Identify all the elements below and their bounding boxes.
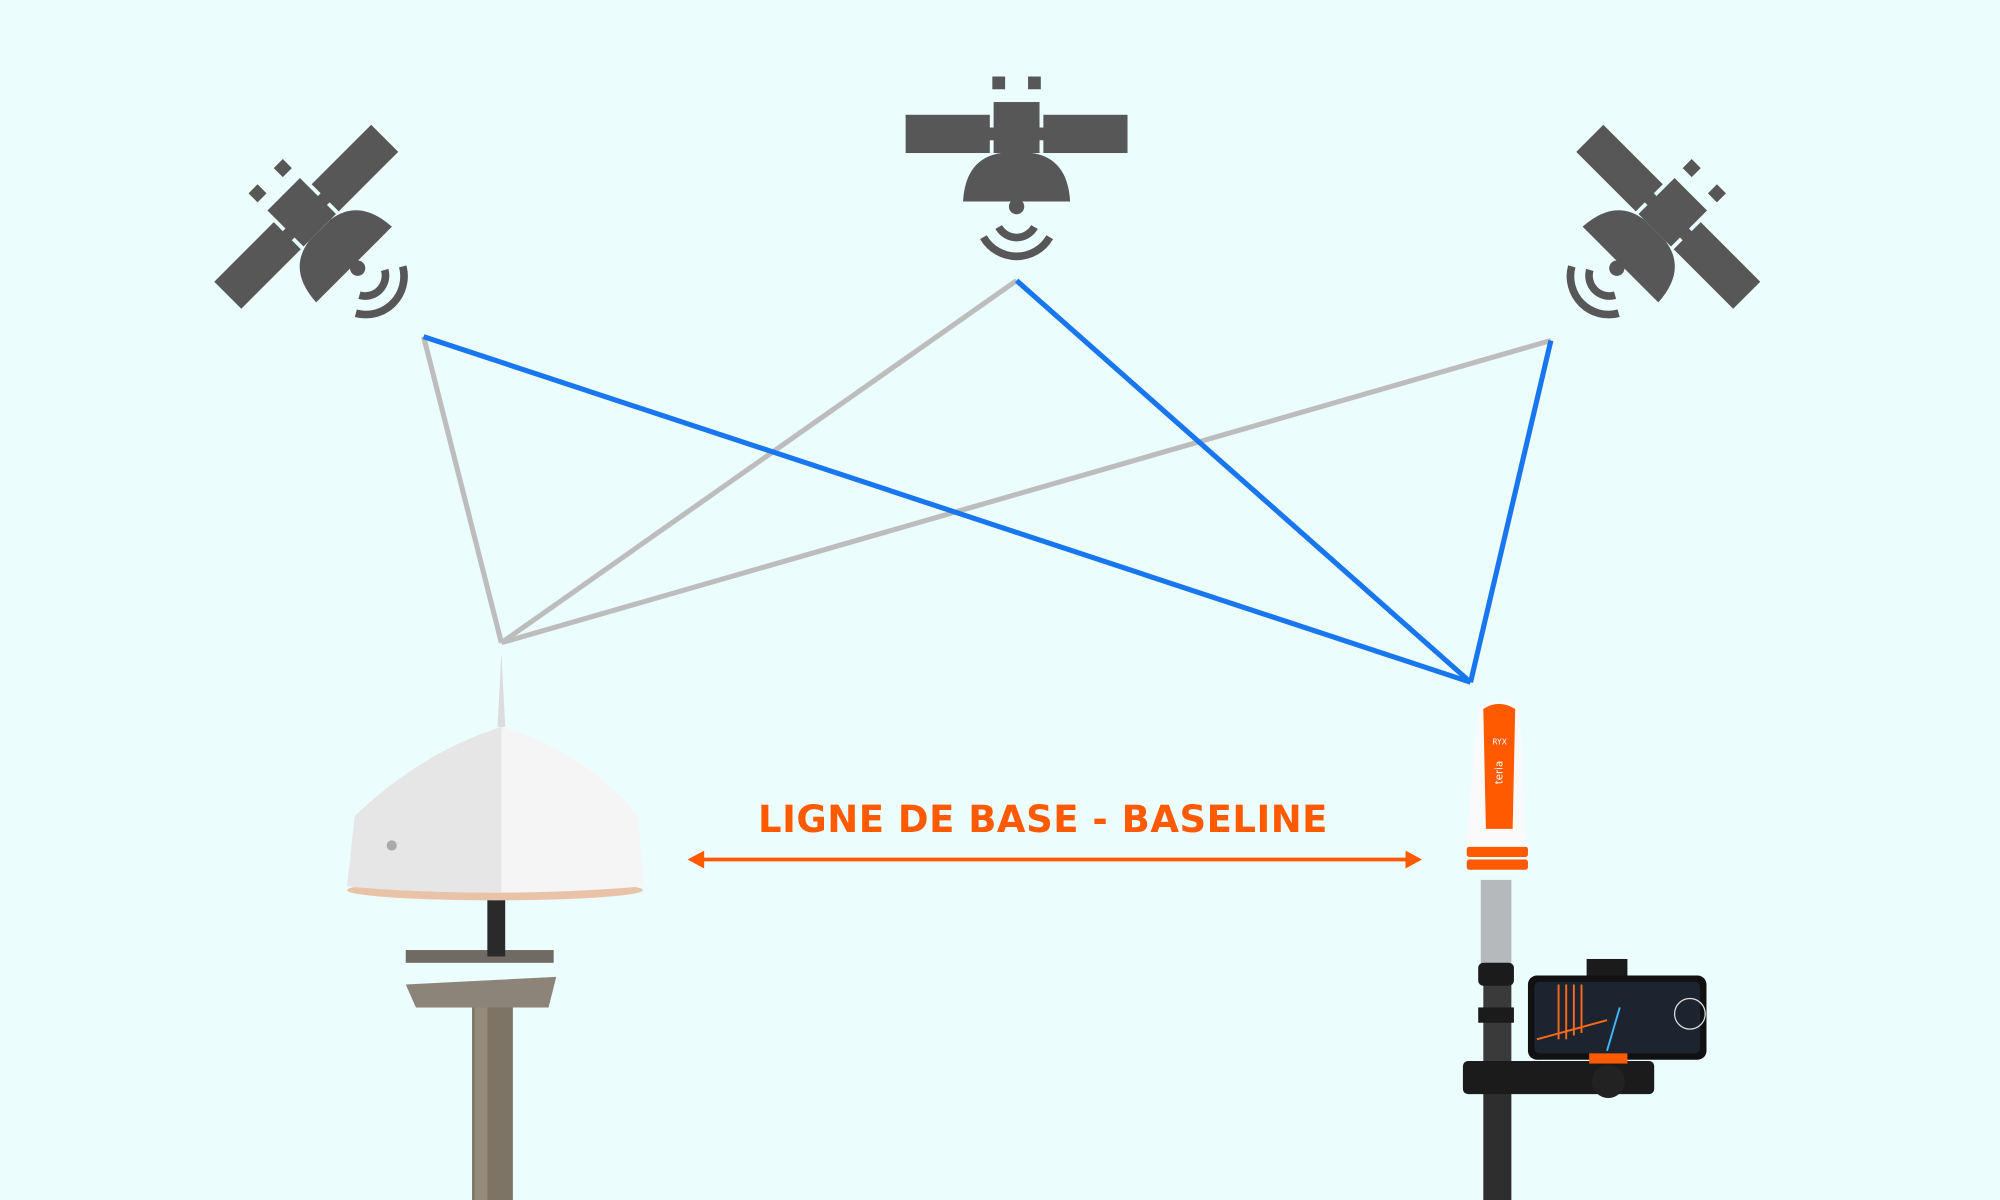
signal-line [421,336,504,644]
rover-model-logo: RYX [1492,738,1507,747]
signal-line [1468,339,1554,683]
signal-line [500,338,1552,646]
baseline-label: LIGNE DE BASE - BASELINE [758,798,1328,841]
rover-signal-lines [422,278,1554,685]
satellite-icon [1503,98,1787,382]
satellite-right [1503,98,1787,382]
arrowhead-left-icon [687,850,705,869]
signal-line [1014,278,1473,685]
rover-brand-logo: teria [1494,761,1505,785]
satellite-icon [906,77,1128,257]
base-signal-lines [421,278,1552,646]
signal-line [499,278,1019,645]
satellite-center [906,77,1128,257]
arrowhead-right-icon [1405,850,1423,869]
baseline-arrow [687,850,1423,869]
rover: RYX teria [1462,701,1707,1200]
base-station [347,652,645,1200]
signal-line [422,334,1472,685]
